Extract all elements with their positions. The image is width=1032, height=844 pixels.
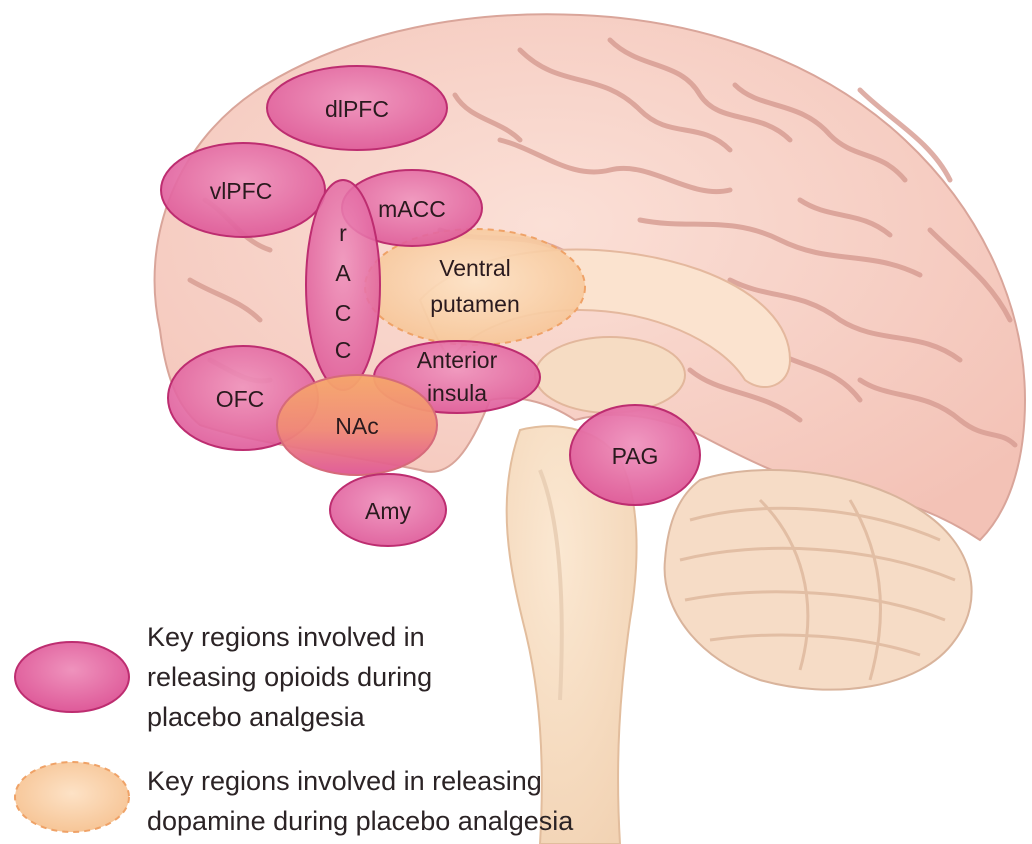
label-putamen: putamen (430, 291, 520, 317)
label-nac: NAc (335, 413, 378, 439)
legend-dopamine-swatch (15, 762, 129, 832)
region-amy: Amy (330, 474, 446, 546)
region-pag: PAG (570, 405, 700, 505)
label-racc-1: r (339, 220, 347, 246)
label-macc: mACC (378, 196, 446, 222)
label-ventral: Ventral (439, 255, 511, 281)
label-racc-3: C (335, 300, 352, 326)
label-racc-2: A (335, 260, 351, 286)
legend-opioid-line-2: releasing opioids during (147, 662, 432, 692)
label-pag: PAG (612, 443, 659, 469)
label-dlpfc: dlPFC (325, 96, 389, 122)
region-nac: NAc (277, 375, 437, 475)
region-racc: r A C C (306, 180, 380, 390)
label-racc-4: C (335, 337, 352, 363)
label-insula: insula (427, 380, 487, 406)
legend-opioid-line-1: Key regions involved in (147, 622, 425, 652)
legend-dopamine-line-1: Key regions involved in releasing (147, 766, 542, 796)
legend-opioid-swatch (15, 642, 129, 712)
legend-dopamine-line-2: dopamine during placebo analgesia (147, 806, 574, 836)
region-dlpfc: dlPFC (267, 66, 447, 150)
legend-opioid: Key regions involved in releasing opioid… (15, 622, 432, 732)
thalamus (535, 337, 685, 413)
label-anterior: Anterior (417, 347, 498, 373)
legend-dopamine: Key regions involved in releasing dopami… (15, 762, 574, 836)
label-vlpfc: vlPFC (210, 178, 273, 204)
legend: Key regions involved in releasing opioid… (15, 622, 574, 836)
region-ventral-putamen: Ventral putamen (365, 229, 585, 345)
label-amy: Amy (365, 498, 412, 524)
legend-opioid-line-3: placebo analgesia (147, 702, 366, 732)
label-ofc: OFC (216, 386, 265, 412)
region-vlpfc: vlPFC (161, 143, 325, 237)
